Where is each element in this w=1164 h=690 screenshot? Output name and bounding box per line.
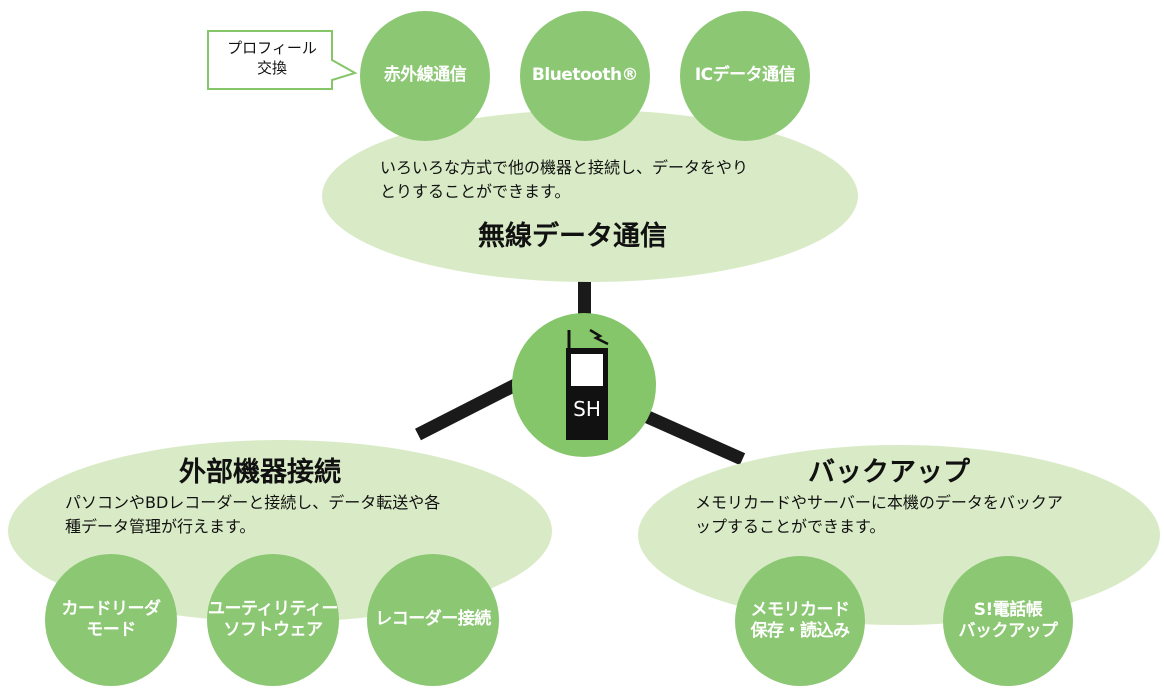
wireless-description: いろいろな方式で他の機器と接続し、データをやり とりすることができます。	[380, 158, 749, 201]
connector-left	[415, 374, 528, 441]
utility-software-circle[interactable]: ユーティリティー ソフトウェア	[207, 554, 339, 686]
connector-right	[639, 408, 746, 466]
hub-label: SH	[573, 397, 601, 421]
profile-exchange-label: プロフィール 交換	[227, 39, 317, 77]
card-reader-circle[interactable]: カードリーダ モード	[45, 554, 177, 686]
external-description: パソコンやBDレコーダーと接続し、データ転送や各 種データ管理が行えます。	[65, 493, 441, 536]
ic-data-circle[interactable]: ICデータ通信	[680, 11, 810, 141]
wireless-title: 無線データ通信	[478, 221, 667, 252]
recorder-connect-circle[interactable]: レコーダー接続	[367, 554, 499, 686]
phonebook-backup-circle[interactable]: S!電話帳 バックアップ	[943, 556, 1073, 686]
bluetooth-circle[interactable]: Bluetooth®	[520, 11, 650, 141]
memory-card-circle[interactable]: メモリカード 保存・読込み	[735, 556, 865, 686]
backup-description: メモリカードやサーバーに本機のデータをバックア ップすることができます。	[695, 493, 1063, 536]
backup-title: バックアップ	[808, 457, 970, 488]
external-title: 外部機器接続	[179, 457, 341, 488]
phone-icon	[566, 328, 609, 440]
infrared-circle[interactable]: 赤外線通信	[360, 11, 490, 141]
callout-box	[207, 30, 358, 90]
backup-ellipse	[638, 445, 1160, 625]
